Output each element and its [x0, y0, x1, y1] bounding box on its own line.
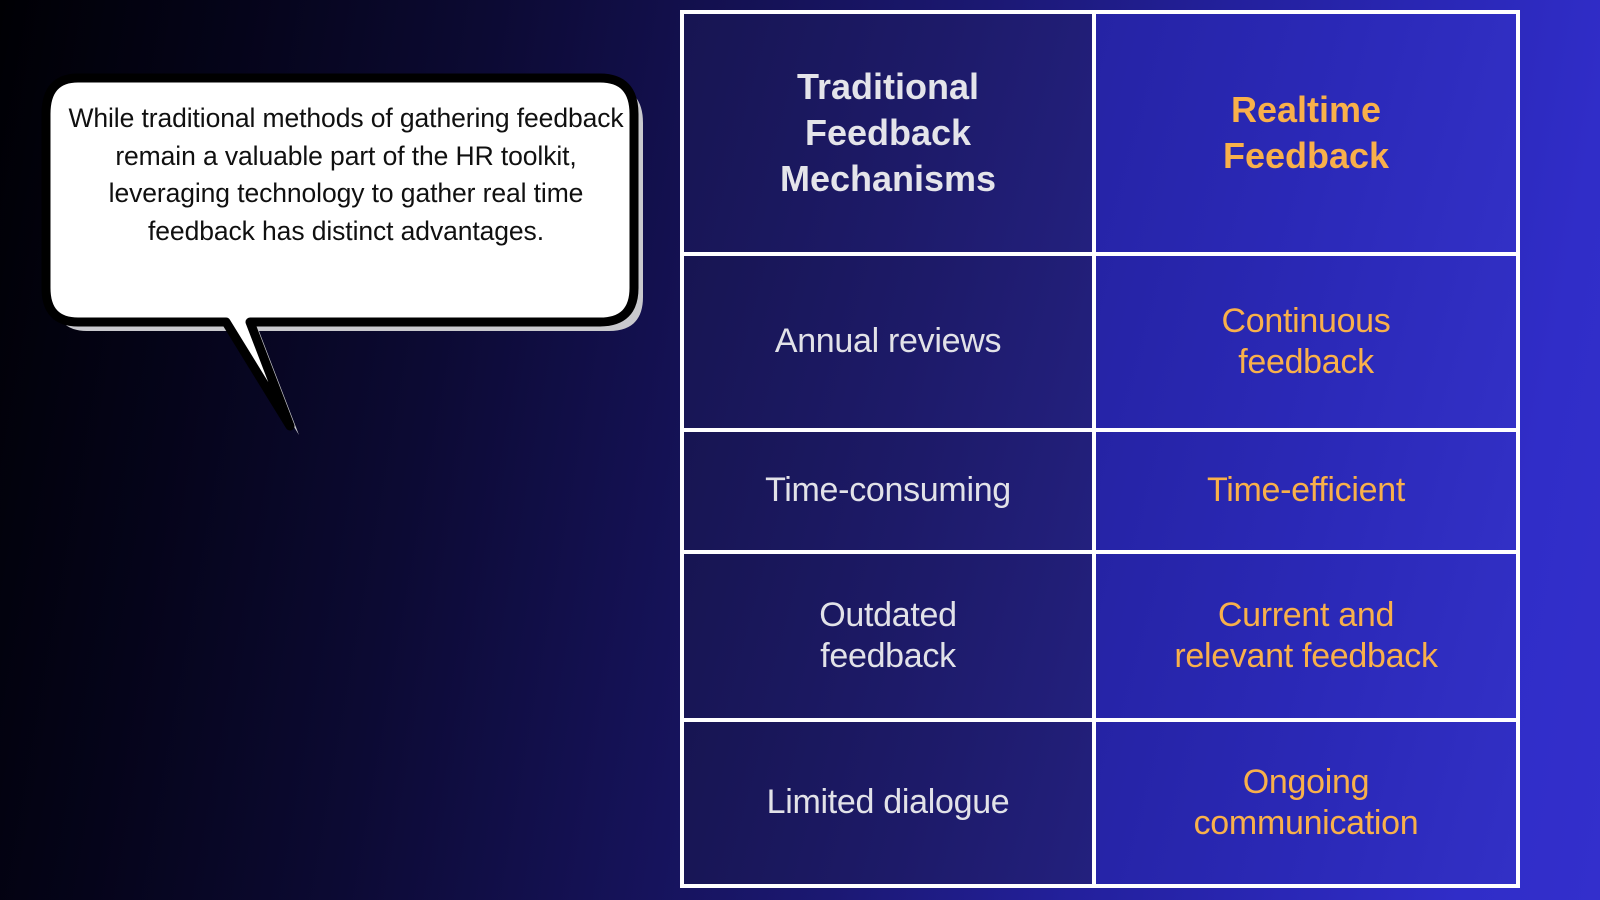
callout-text: While traditional methods of gathering f… [68, 103, 624, 246]
header-label-traditional: Traditional Feedback Mechanisms [779, 65, 997, 200]
callout-bubble-body [41, 73, 639, 431]
header-cell-realtime: Realtime Feedback [1096, 14, 1516, 252]
cell-text-realtime-3: Current and relevant feedback [1174, 595, 1438, 675]
callout-bubble-shape [41, 73, 643, 435]
cell-realtime-3: Current and relevant feedback [1096, 554, 1516, 718]
cell-text-traditional-3: Outdated feedback [819, 595, 957, 675]
cell-realtime-1: Continuous feedback [1096, 256, 1516, 428]
table-row: Time-consuming Time-efficient [684, 432, 1516, 554]
cell-text-realtime-1: Continuous feedback [1221, 301, 1391, 381]
cell-text-traditional-1: Annual reviews [774, 322, 1002, 361]
table-header-row: Traditional Feedback Mechanisms Realtime… [684, 14, 1516, 256]
cell-text-traditional-2: Time-consuming [765, 471, 1011, 510]
cell-traditional-3: Outdated feedback [684, 554, 1096, 718]
cell-realtime-2: Time-efficient [1096, 432, 1516, 550]
cell-realtime-4: Ongoing communication [1096, 722, 1516, 884]
callout-bubble: While traditional methods of gathering f… [38, 70, 658, 450]
header-cell-traditional: Traditional Feedback Mechanisms [684, 14, 1096, 252]
cell-traditional-1: Annual reviews [684, 256, 1096, 428]
cell-text-realtime-4: Ongoing communication [1193, 762, 1419, 842]
table-row: Outdated feedback Current and relevant f… [684, 554, 1516, 722]
header-label-realtime: Realtime Feedback [1222, 88, 1390, 176]
cell-text-traditional-4: Limited dialogue [766, 783, 1010, 822]
cell-traditional-4: Limited dialogue [684, 722, 1096, 884]
table-row: Annual reviews Continuous feedback [684, 256, 1516, 432]
table-row: Limited dialogue Ongoing communication [684, 722, 1516, 884]
comparison-table: Traditional Feedback Mechanisms Realtime… [680, 10, 1520, 888]
cell-text-realtime-2: Time-efficient [1207, 471, 1405, 510]
cell-traditional-2: Time-consuming [684, 432, 1096, 550]
